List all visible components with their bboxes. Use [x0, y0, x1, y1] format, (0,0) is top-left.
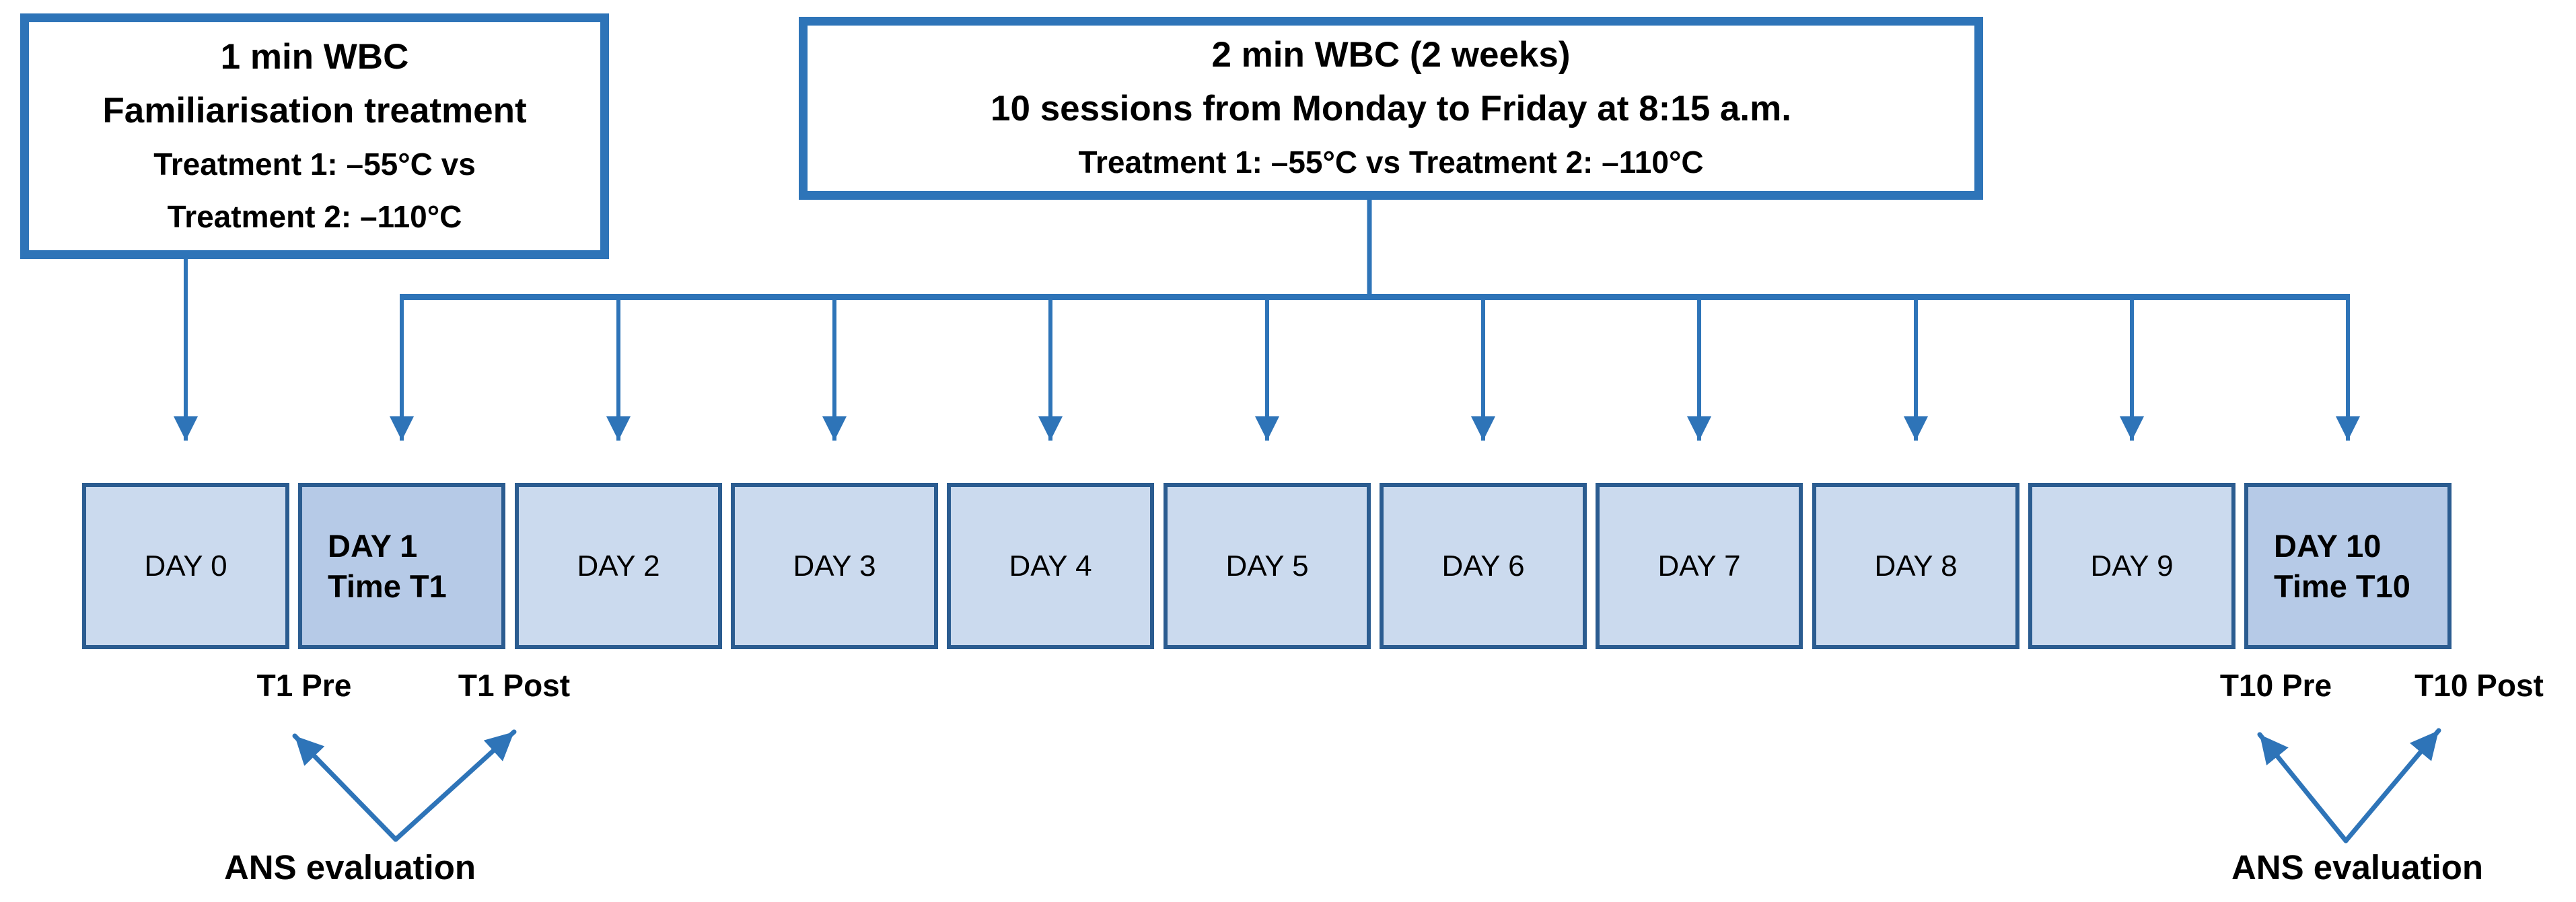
day-label: DAY 7: [1657, 549, 1741, 582]
day-label: DAY 3: [793, 549, 876, 582]
familiarisation-line-2: Familiarisation treatment: [102, 90, 527, 130]
day-box-9: DAY 9: [2028, 483, 2235, 649]
day-label: DAY 2: [577, 549, 660, 582]
ans-arrow-t10-post: [2343, 728, 2441, 843]
day-label: DAY 9: [2090, 549, 2174, 582]
familiarisation-line-3: Treatment 1: –55°C vs: [153, 146, 476, 182]
day-box-6: DAY 6: [1380, 483, 1587, 649]
day-box-3: DAY 3: [731, 483, 938, 649]
label-ans-evaluation-right: ANS evaluation: [2231, 848, 2484, 887]
day-sublabel: Time T1: [328, 568, 447, 604]
ans-arrow-t10-pre: [2257, 732, 2349, 843]
day-box-8: DAY 8: [1812, 483, 2019, 649]
day-sublabel: Time T10: [2274, 568, 2410, 604]
day-label: DAY 5: [1225, 549, 1309, 582]
ans-arrow-t1-pre: [292, 733, 398, 842]
day-box-7: DAY 7: [1596, 483, 1803, 649]
main-protocol-box: 2 min WBC (2 weeks) 10 sessions from Mon…: [799, 17, 1983, 200]
label-t10-pre: T10 Pre: [2219, 668, 2332, 703]
day-box-1: DAY 1 Time T1: [298, 483, 505, 649]
day-text: DAY 1 Time T1: [328, 526, 447, 607]
familiarisation-line-4: Treatment 2: –110°C: [167, 198, 462, 234]
day-label: DAY 8: [1874, 549, 1958, 582]
label-t1-post: T1 Post: [458, 668, 571, 703]
label-t10-post: T10 Post: [2414, 668, 2544, 703]
label-ans-evaluation-left: ANS evaluation: [223, 848, 476, 887]
day-text: DAY 10 Time T10: [2274, 526, 2410, 607]
day-label: DAY 0: [144, 549, 227, 582]
distribution-bar: [400, 294, 2350, 300]
day-label: DAY 1: [328, 527, 418, 564]
familiarisation-line-1: 1 min WBC: [220, 36, 409, 77]
main-protocol-line-2: 10 sessions from Monday to Friday at 8:1…: [991, 89, 1791, 128]
day-box-0: DAY 0: [82, 483, 289, 649]
main-protocol-line-3: Treatment 1: –55°C vs Treatment 2: –110°…: [1078, 145, 1704, 180]
day-box-2: DAY 2: [515, 483, 722, 649]
ans-arrow-t1-post: [393, 729, 517, 842]
day-label: DAY 6: [1441, 549, 1525, 582]
day-box-10: DAY 10 Time T10: [2244, 483, 2452, 649]
label-t1-pre: T1 Pre: [256, 668, 352, 703]
day-label: DAY 4: [1009, 549, 1092, 582]
familiarisation-box: 1 min WBC Familiarisation treatment Trea…: [20, 13, 609, 259]
day-label: DAY 10: [2274, 527, 2382, 564]
day-box-4: DAY 4: [947, 483, 1154, 649]
main-protocol-line-1: 2 min WBC (2 weeks): [1211, 35, 1571, 75]
day-box-5: DAY 5: [1164, 483, 1371, 649]
